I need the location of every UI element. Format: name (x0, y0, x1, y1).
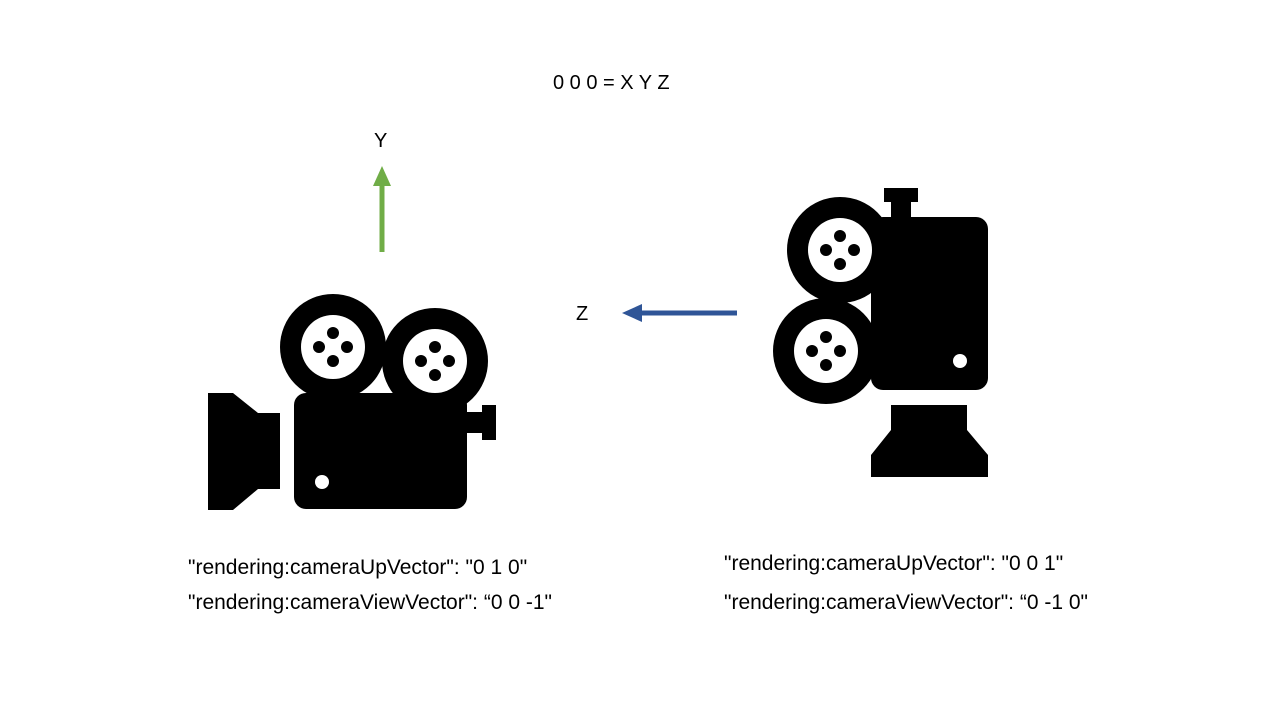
left-camera-view-vector: "rendering:cameraViewVector": “0 0 -1" (188, 591, 552, 614)
origin-label: 0 0 0 = X Y Z (553, 72, 670, 94)
camera-body (294, 393, 467, 509)
camera-reel-2 (773, 298, 879, 404)
z-axis-arrow (622, 304, 737, 322)
right-camera-up-vector: "rendering:cameraUpVector": "0 0 1" (724, 552, 1064, 575)
movie-camera-icon-right (773, 188, 988, 477)
y-axis-arrow (373, 166, 391, 252)
camera-reel-1 (280, 294, 386, 400)
camera-reel-1 (787, 197, 893, 303)
camera-reel-2 (382, 308, 488, 414)
camera-body (871, 217, 988, 390)
camera-eyepiece (463, 405, 496, 440)
z-axis-label: Z (576, 303, 589, 325)
camera-eyepiece (884, 188, 918, 222)
left-camera-up-vector: "rendering:cameraUpVector": "0 1 0" (188, 556, 528, 579)
right-camera-view-vector: "rendering:cameraViewVector": “0 -1 0" (724, 591, 1088, 614)
movie-camera-icon-left (208, 294, 496, 510)
y-axis-label: Y (374, 130, 388, 152)
camera-lens-hood (871, 405, 988, 477)
camera-lens-hood (208, 393, 280, 510)
camera-indicator (315, 475, 329, 489)
camera-indicator (953, 354, 967, 368)
